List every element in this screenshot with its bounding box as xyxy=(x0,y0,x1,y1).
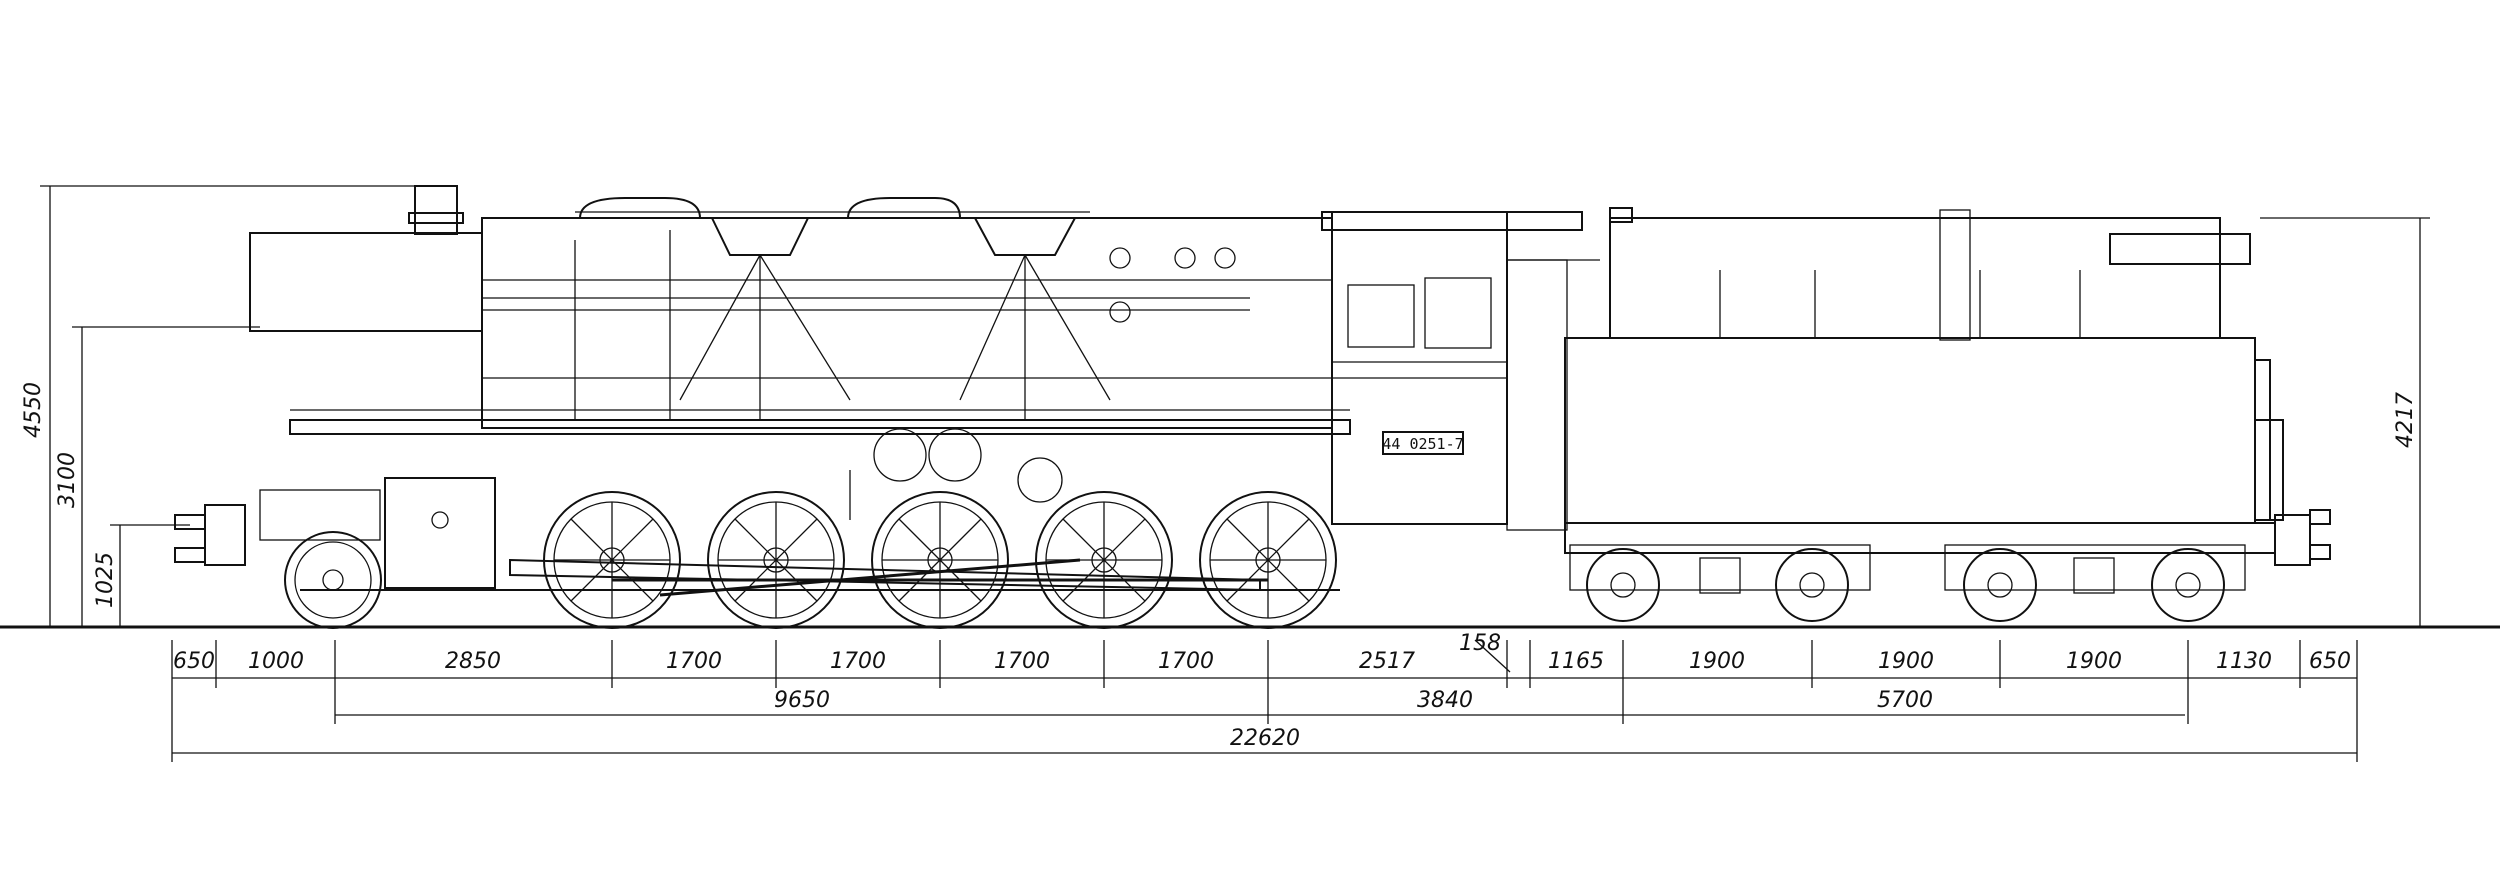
dim-1900-c: 1900 xyxy=(2066,649,2122,674)
driving-wheel-3 xyxy=(871,491,1009,629)
dim-5700: 5700 xyxy=(1877,688,1933,713)
driving-wheel-5 xyxy=(1199,491,1337,629)
dim-3840: 3840 xyxy=(1417,688,1473,713)
tender-bogie-rear xyxy=(1944,544,2246,622)
driving-wheel-1 xyxy=(543,491,681,629)
driving-wheel-4 xyxy=(1035,491,1173,629)
dim-1700-a: 1700 xyxy=(666,649,722,674)
dim-9650: 9650 xyxy=(774,688,830,713)
dim-1700-b: 1700 xyxy=(830,649,886,674)
dim-22620-overall: 22620 xyxy=(1230,726,1300,751)
locomotive-body: 44 0251-7 xyxy=(174,185,1600,597)
height-label-4550: 4550 xyxy=(21,382,46,438)
dim-650-front: 650 xyxy=(173,649,215,674)
dim-650-rear: 650 xyxy=(2309,649,2351,674)
dim-1130: 1130 xyxy=(2216,649,2272,674)
height-label-1025: 1025 xyxy=(93,552,118,608)
tender-bogie-front xyxy=(1569,544,1871,622)
dim-1165: 1165 xyxy=(1548,649,1604,674)
dim-158: 158 xyxy=(1459,631,1501,656)
number-plate: 44 0251-7 xyxy=(1382,435,1463,453)
dim-1000: 1000 xyxy=(248,649,304,674)
dim-1900-b: 1900 xyxy=(1878,649,1934,674)
height-label-3100: 3100 xyxy=(55,452,80,508)
driving-wheel-2 xyxy=(707,491,845,629)
height-label-4217: 4217 xyxy=(2393,392,2418,448)
dimension-lines xyxy=(40,185,2430,762)
dim-2517: 2517 xyxy=(1359,649,1415,674)
dim-2850: 2850 xyxy=(445,649,501,674)
tender xyxy=(1564,207,2331,622)
leading-wheel xyxy=(284,531,382,629)
dim-1700-c: 1700 xyxy=(994,649,1050,674)
dimension-labels: 4550 3100 1025 4217 650 1000 2850 1700 1… xyxy=(21,382,2418,751)
dim-1700-d: 1700 xyxy=(1158,649,1214,674)
locomotive-wheels xyxy=(284,491,1337,629)
dim-1900-a: 1900 xyxy=(1689,649,1745,674)
